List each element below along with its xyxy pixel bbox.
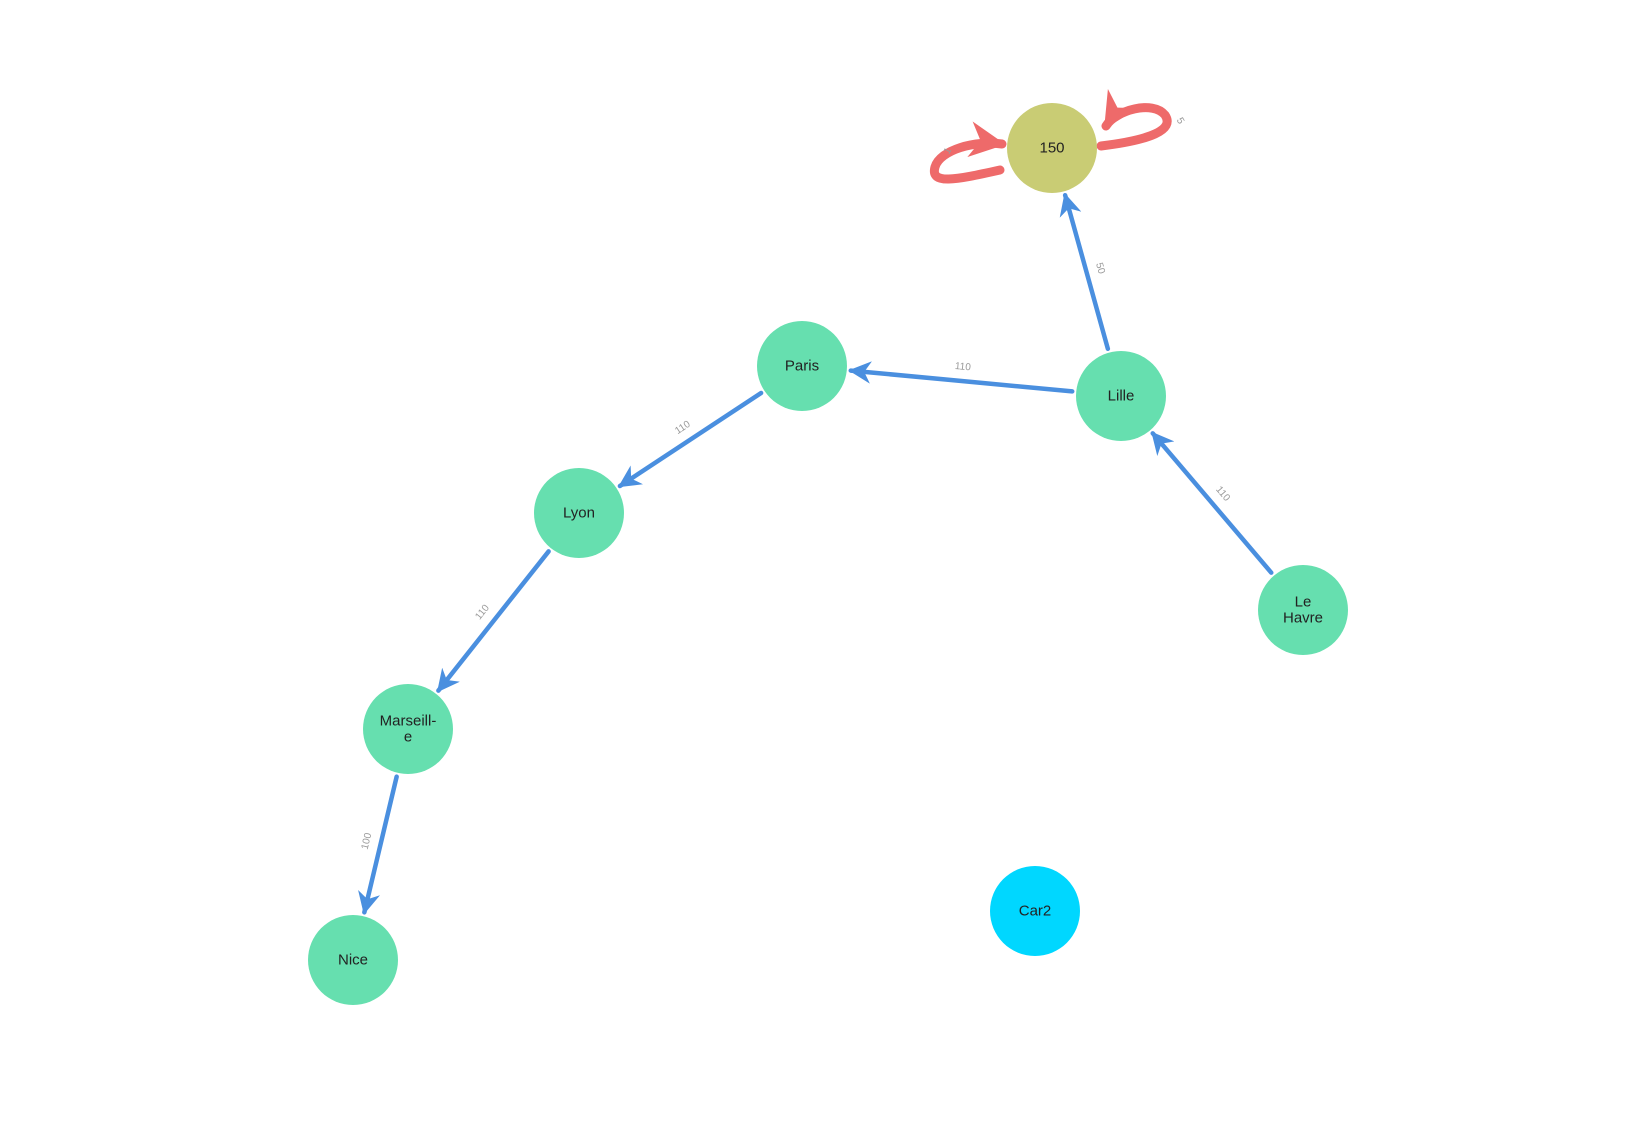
node-circle[interactable] bbox=[757, 321, 847, 411]
node-label: Nice bbox=[338, 952, 368, 969]
node-lille[interactable]: Lille bbox=[1076, 351, 1166, 441]
node-circle[interactable] bbox=[990, 866, 1080, 956]
node-lyon[interactable]: Lyon bbox=[534, 468, 624, 558]
edge-line[interactable] bbox=[617, 390, 764, 489]
node-n150[interactable]: 150 bbox=[1007, 103, 1097, 193]
edge-line[interactable] bbox=[436, 549, 551, 693]
node-circle[interactable] bbox=[534, 468, 624, 558]
edge-n150-to-n150-right[interactable]: 5 bbox=[1096, 88, 1187, 151]
edge-paris-to-lyon[interactable]: 110 bbox=[617, 390, 764, 489]
nodes-layer: 150ParisLilleLyonLeHavreMarseill-eNiceCa… bbox=[308, 103, 1348, 1005]
edge-weight-label: 110 bbox=[954, 361, 971, 373]
edge-lille-to-paris[interactable]: 110 bbox=[848, 361, 1075, 394]
edge-lille-to-n150[interactable]: 50 bbox=[1059, 192, 1111, 352]
edge-lehavre-to-lille[interactable]: 110 bbox=[1150, 431, 1274, 575]
node-nice[interactable]: Nice bbox=[308, 915, 398, 1005]
edge-lyon-to-marseille[interactable]: 110 bbox=[436, 549, 551, 693]
edge-weight-label: 110 bbox=[473, 602, 492, 622]
node-circle[interactable] bbox=[1007, 103, 1097, 193]
edge-weight-label: 100 bbox=[360, 831, 375, 850]
node-label: Lille bbox=[1108, 388, 1135, 405]
edge-weight-label: 110 bbox=[673, 419, 693, 437]
edge-line[interactable] bbox=[1059, 192, 1111, 352]
node-car2[interactable]: Car2 bbox=[990, 866, 1080, 956]
edge-weight-label: 50 bbox=[1093, 261, 1107, 275]
node-marseille[interactable]: Marseill-e bbox=[363, 684, 453, 774]
edge-weight-label: 110 bbox=[1213, 484, 1232, 504]
node-paris[interactable]: Paris bbox=[757, 321, 847, 411]
edges-layer: 50 110 110 110 110 100 5 1 bbox=[358, 88, 1274, 915]
node-circle[interactable] bbox=[1076, 351, 1166, 441]
edge-weight-label: 1 bbox=[942, 146, 955, 157]
node-label: Lyon bbox=[563, 505, 595, 522]
node-label: Havre bbox=[1283, 610, 1323, 627]
node-label: Marseill- bbox=[380, 713, 437, 730]
edge-line[interactable] bbox=[848, 361, 1075, 394]
node-circle[interactable] bbox=[308, 915, 398, 1005]
edge-n150-to-n150-left[interactable]: 1 bbox=[929, 121, 1007, 184]
node-label: Paris bbox=[785, 358, 819, 375]
edge-line[interactable] bbox=[1150, 431, 1274, 575]
self-loop-line[interactable] bbox=[929, 121, 1007, 184]
node-label: 150 bbox=[1039, 140, 1064, 157]
self-loop-line[interactable] bbox=[1096, 88, 1172, 151]
node-label: Car2 bbox=[1019, 903, 1052, 920]
node-label: Le bbox=[1295, 594, 1312, 611]
edge-weight-label: 5 bbox=[1174, 116, 1187, 127]
node-label: e bbox=[404, 729, 412, 746]
node-circle[interactable] bbox=[363, 684, 453, 774]
node-circle[interactable] bbox=[1258, 565, 1348, 655]
edge-line[interactable] bbox=[358, 774, 399, 915]
edge-marseille-to-nice[interactable]: 100 bbox=[358, 774, 399, 915]
